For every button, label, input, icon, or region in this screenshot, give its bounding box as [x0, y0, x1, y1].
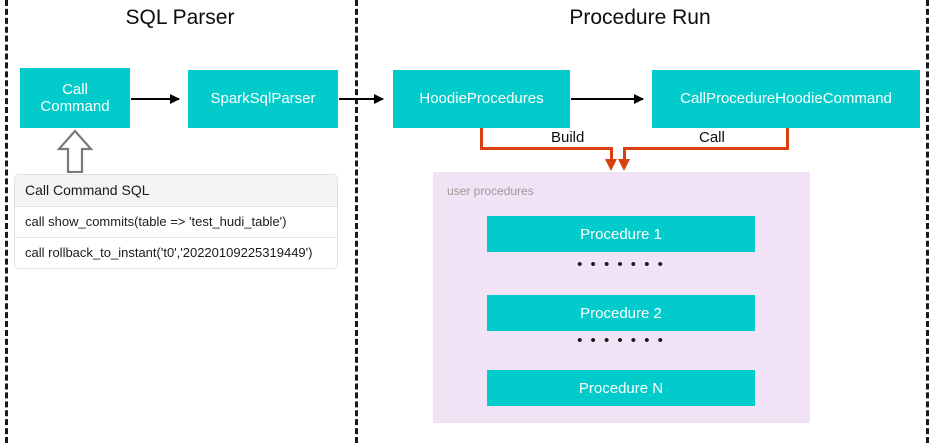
list-item[interactable]: Procedure N	[487, 370, 755, 406]
node-call-command-label-line2: Command	[40, 98, 110, 115]
table-row: call rollback_to_instant('t0','202201092…	[15, 238, 337, 268]
table-row: call show_commits(table => 'test_hudi_ta…	[15, 207, 337, 238]
list-item[interactable]: Procedure 1	[487, 216, 755, 252]
divider-left-dashed	[5, 0, 8, 443]
divider-right-dashed	[926, 0, 929, 443]
orange-edge-build-riser	[480, 128, 483, 150]
section-title-sql-parser: SQL Parser	[125, 6, 235, 29]
node-call-command[interactable]: Call Command	[20, 68, 130, 128]
arrow-hoodie-procedures-to-call-procedure-hoodie-command	[571, 94, 644, 104]
user-procedures-panel: user procedures Procedure 1 • • • • • • …	[433, 172, 810, 423]
orange-arrowhead-build-icon	[605, 159, 617, 171]
node-hoodie-procedures[interactable]: HoodieProcedures	[393, 70, 570, 128]
arrow-spark-sql-parser-to-hoodie-procedures	[339, 94, 384, 104]
call-command-sql-table: Call Command SQL call show_commits(table…	[14, 174, 338, 269]
orange-edge-build-horizontal	[480, 147, 613, 150]
edge-label-build: Build	[547, 129, 589, 146]
orange-edge-call-drop	[623, 147, 626, 161]
hollow-up-arrow-icon	[57, 129, 93, 173]
orange-arrowhead-call-icon	[618, 159, 630, 171]
arrow-call-command-to-spark-sql-parser	[131, 94, 180, 104]
list-item[interactable]: Procedure 2	[487, 295, 755, 331]
node-spark-sql-parser[interactable]: SparkSqlParser	[188, 70, 338, 128]
user-procedures-caption: user procedures	[447, 184, 534, 198]
node-call-command-label-line1: Call	[62, 80, 88, 98]
orange-edge-call-riser	[786, 128, 789, 150]
orange-edge-build-drop	[610, 147, 613, 161]
node-call-procedure-hoodie-command[interactable]: CallProcedureHoodieCommand	[652, 70, 920, 128]
section-title-procedure-run: Procedure Run	[569, 6, 711, 29]
ellipsis-dots: • • • • • • •	[577, 256, 665, 273]
edge-label-call: Call	[695, 129, 729, 146]
sql-table-header: Call Command SQL	[15, 175, 337, 207]
orange-edge-call-horizontal	[623, 147, 789, 150]
divider-middle-dashed	[355, 0, 358, 443]
ellipsis-dots: • • • • • • •	[577, 332, 665, 349]
